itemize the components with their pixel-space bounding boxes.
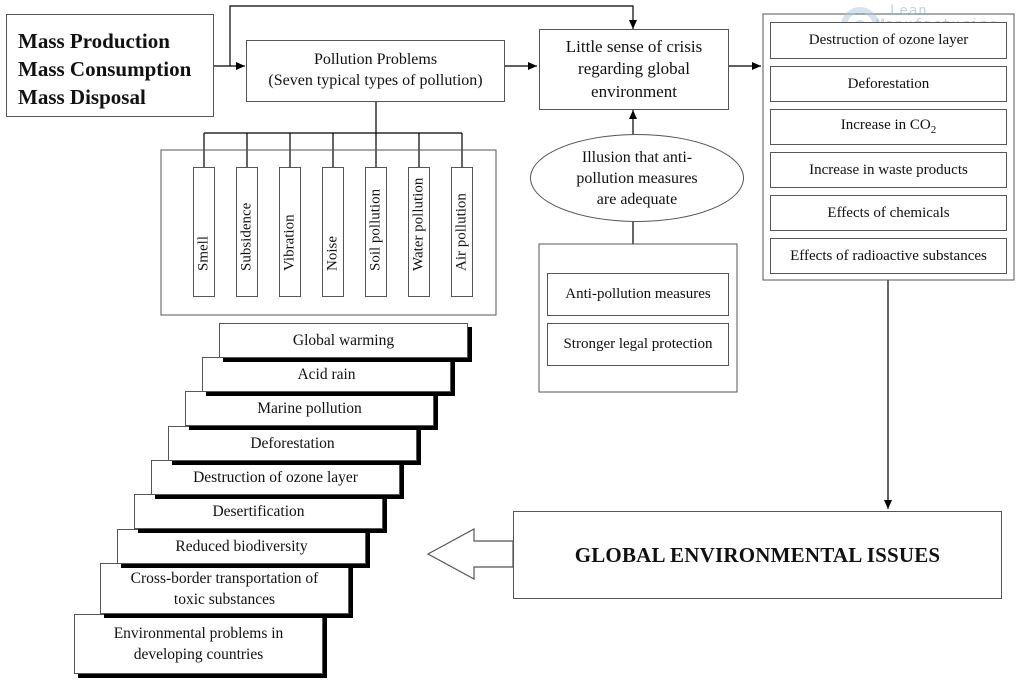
effect-label: Destruction of ozone layer xyxy=(808,32,969,49)
pollution-type-smell: Smell xyxy=(193,167,215,297)
illusion-line3: are adequate xyxy=(596,190,678,208)
stair-label: Global warming xyxy=(292,332,395,349)
effect-co2-box: Increase in CO2 xyxy=(770,109,1007,145)
mass-production-box: Mass Production Mass Consumption Mass Di… xyxy=(6,14,214,117)
crisis-line1: Little sense of crisis xyxy=(565,37,703,57)
pollution-type-label: Smell xyxy=(195,235,212,271)
mass-consumption-label: Mass Consumption xyxy=(18,57,192,81)
mass-disposal-label: Mass Disposal xyxy=(18,85,146,109)
illusion-ellipse: Illusion that anti- pollution measures a… xyxy=(530,134,744,222)
pollution-type-label: Noise xyxy=(324,236,341,271)
stair-step-global-warming: Global warming xyxy=(219,323,468,358)
effect-label: Increase in waste products xyxy=(809,161,968,178)
pollution-type-label: Soil pollution xyxy=(367,188,384,271)
effect-deforestation-box: Deforestation xyxy=(770,66,1007,102)
pollution-type-vibration: Vibration xyxy=(279,167,301,297)
effect-label: Effects of chemicals xyxy=(827,204,950,221)
stair-label-line1: Environmental problems in xyxy=(113,625,284,642)
pollution-type-noise: Noise xyxy=(322,167,344,297)
effect-label: Increase in CO2 xyxy=(841,116,936,138)
legal-protection-box: Stronger legal protection xyxy=(547,323,729,366)
effect-co2-text: Increase in CO xyxy=(840,117,931,134)
stair-label: Reduced biodiversity xyxy=(175,538,308,555)
pollution-problems-subtitle: (Seven typical types of pollution) xyxy=(268,72,483,89)
global-environmental-issues-label: GLOBAL ENVIRONMENTAL ISSUES xyxy=(574,542,941,567)
pollution-type-label: Water pollution xyxy=(410,177,427,271)
crisis-box: Little sense of crisis regarding global … xyxy=(539,29,729,110)
anti-pollution-measures-label: Anti-pollution measures xyxy=(565,286,711,303)
stair-label-line2: toxic substances xyxy=(173,590,276,608)
stair-label: Marine pollution xyxy=(257,400,362,417)
stair-label: Desertification xyxy=(212,503,305,520)
co2-subscript: 2 xyxy=(930,124,937,137)
pollution-type-soil: Soil pollution xyxy=(365,167,387,297)
effect-ozone-box: Destruction of ozone layer xyxy=(770,22,1007,59)
stair-step-cross-border: Cross-border transportation of toxic subs… xyxy=(100,563,349,614)
stair-label: Acid rain xyxy=(297,366,356,383)
anti-pollution-measures-box: Anti-pollution measures xyxy=(547,273,729,316)
mass-production-label: Mass Production xyxy=(18,29,170,53)
stair-label: Destruction of ozone layer xyxy=(193,469,358,486)
effect-chemicals-box: Effects of chemicals xyxy=(770,195,1007,231)
pollution-problems-box: Pollution Problems (Seven typical types … xyxy=(246,40,505,102)
stair-step-deforestation: Deforestation xyxy=(168,426,417,461)
pollution-type-air: Air pollution xyxy=(451,167,473,297)
effect-label: Deforestation xyxy=(847,75,930,92)
effect-label: Effects of radioactive substances xyxy=(790,247,987,264)
stair-label-line2: developing countries xyxy=(133,646,264,663)
stair-step-biodiversity: Reduced biodiversity xyxy=(117,529,366,564)
pollution-type-label: Vibration xyxy=(281,214,298,271)
hollow-arrow-left xyxy=(426,527,514,581)
effect-waste-box: Increase in waste products xyxy=(770,152,1007,188)
stair-step-desertification: Desertification xyxy=(134,494,383,529)
effect-radioactive-box: Effects of radioactive substances xyxy=(770,238,1007,274)
stair-label: Deforestation xyxy=(250,435,335,452)
global-environmental-issues-box: GLOBAL ENVIRONMENTAL ISSUES xyxy=(513,511,1002,599)
stair-label-line1: Cross-border transportation of xyxy=(130,569,319,587)
stair-step-acid-rain: Acid rain xyxy=(202,357,451,392)
stair-step-developing-countries: Environmental problems in developing coun… xyxy=(74,614,323,674)
pollution-type-water: Water pollution xyxy=(408,167,430,297)
crisis-line3: environment xyxy=(591,81,677,101)
crisis-line2: regarding global xyxy=(578,59,690,79)
pollution-type-label: Subsidence xyxy=(238,202,255,271)
legal-protection-label: Stronger legal protection xyxy=(563,336,713,353)
stair-step-ozone: Destruction of ozone layer xyxy=(151,460,400,495)
pollution-type-label: Air pollution xyxy=(453,193,470,271)
pollution-type-subsidence: Subsidence xyxy=(236,167,258,297)
illusion-line1: Illusion that anti- xyxy=(581,148,693,166)
stair-step-marine-pollution: Marine pollution xyxy=(185,391,434,426)
illusion-line2: pollution measures xyxy=(576,169,698,187)
pollution-problems-title: Pollution Problems xyxy=(313,51,438,69)
